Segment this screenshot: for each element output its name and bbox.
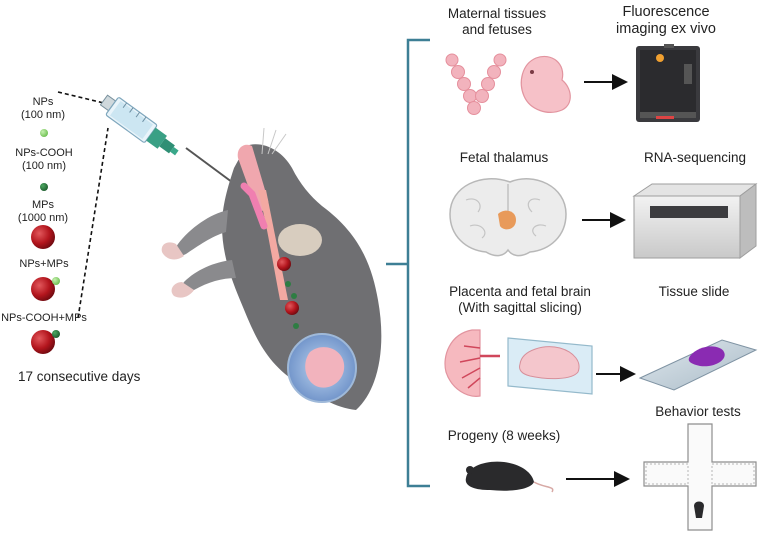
fluorescence-assay-label: Fluorescence imaging ex vivo	[616, 4, 716, 37]
fetus-icon	[520, 55, 571, 113]
maternal-sample-label: Maternal tissues and fetuses	[447, 6, 547, 37]
sequencer-icon	[632, 183, 758, 259]
nps-cooh-label: NPs-COOH(100 nm)	[15, 147, 73, 172]
behavior-assay-label: Behavior tests	[655, 404, 741, 419]
placenta-icon	[444, 329, 500, 397]
brain-coronal-icon	[449, 178, 567, 257]
thalamus-sample-label: Fetal thalamus	[459, 150, 549, 165]
mps-particle-icon	[31, 225, 55, 249]
placenta-sample-label: Placenta and fetal brain (With sagittal …	[449, 284, 591, 315]
legend-dashed-connector-top	[57, 91, 109, 105]
plus-maze-icon	[643, 423, 757, 531]
nps-cooh-particle-icon	[40, 183, 48, 191]
rnaseq-assay-label: RNA-sequencing	[643, 150, 747, 165]
progeny-sample-label: Progeny (8 weeks)	[447, 428, 561, 443]
tissue-slide-icon	[638, 339, 758, 391]
nps-mps-label: NPs+MPs	[19, 258, 69, 270]
tissue-slide-assay-label: Tissue slide	[658, 284, 730, 299]
uterus-icon	[445, 53, 507, 115]
nps-label: NPs(100 nm)	[20, 96, 66, 121]
duration-label: 17 consecutive days	[18, 369, 141, 384]
nps-cooh-mps-label: NPs-COOH+MPs	[1, 312, 87, 324]
syringe-icon	[99, 94, 241, 189]
nps-cooh-mps-particle-icon	[31, 330, 60, 354]
fluorescence-imager-icon	[636, 44, 700, 122]
nps-mps-particle-icon	[31, 277, 60, 301]
legend-dashed-connector-bottom	[77, 127, 109, 319]
pregnant-mouse-illustration	[161, 127, 382, 410]
branch-bracket	[386, 38, 430, 488]
sagittal-brain-slice-icon	[507, 337, 593, 395]
progeny-mouse-icon	[465, 461, 554, 493]
mps-label: MPs(1000 nm)	[17, 199, 69, 224]
nps-particle-icon	[40, 129, 48, 137]
particle-legend	[31, 91, 109, 354]
